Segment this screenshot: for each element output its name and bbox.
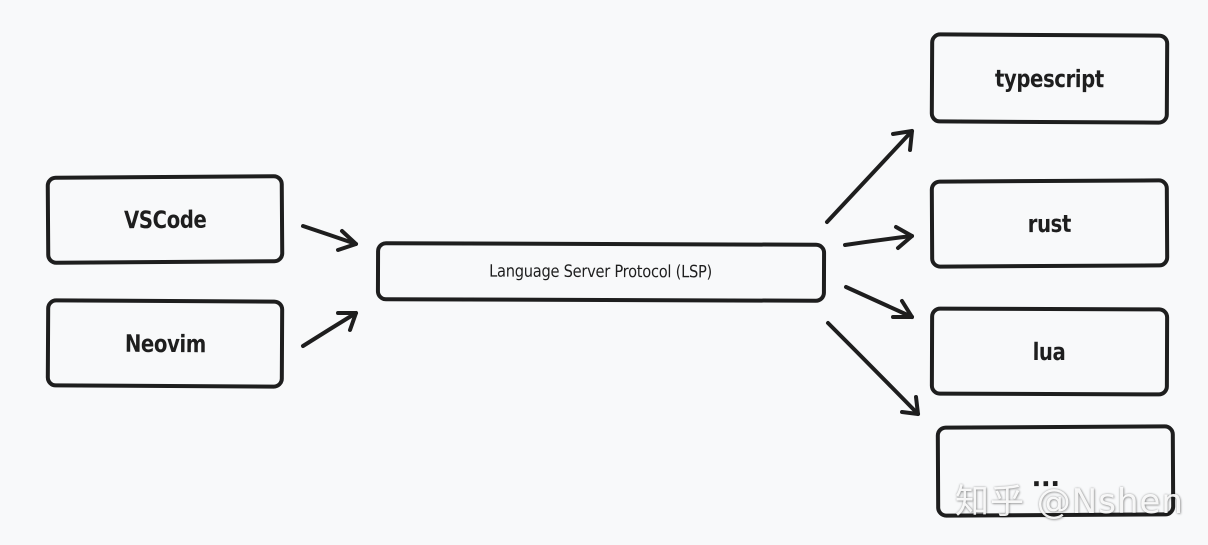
arrow-lsp-to-more xyxy=(826,321,920,416)
arrow-lsp-to-typescript xyxy=(825,129,914,224)
arrow-neovim-to-lsp xyxy=(301,311,358,348)
arrow-lsp-to-rust xyxy=(843,225,914,250)
arrow-vscode-to-lsp xyxy=(301,224,358,252)
watermark: 知乎 @Nshen xyxy=(955,482,1184,522)
arrow-lsp-to-lua xyxy=(844,285,914,319)
